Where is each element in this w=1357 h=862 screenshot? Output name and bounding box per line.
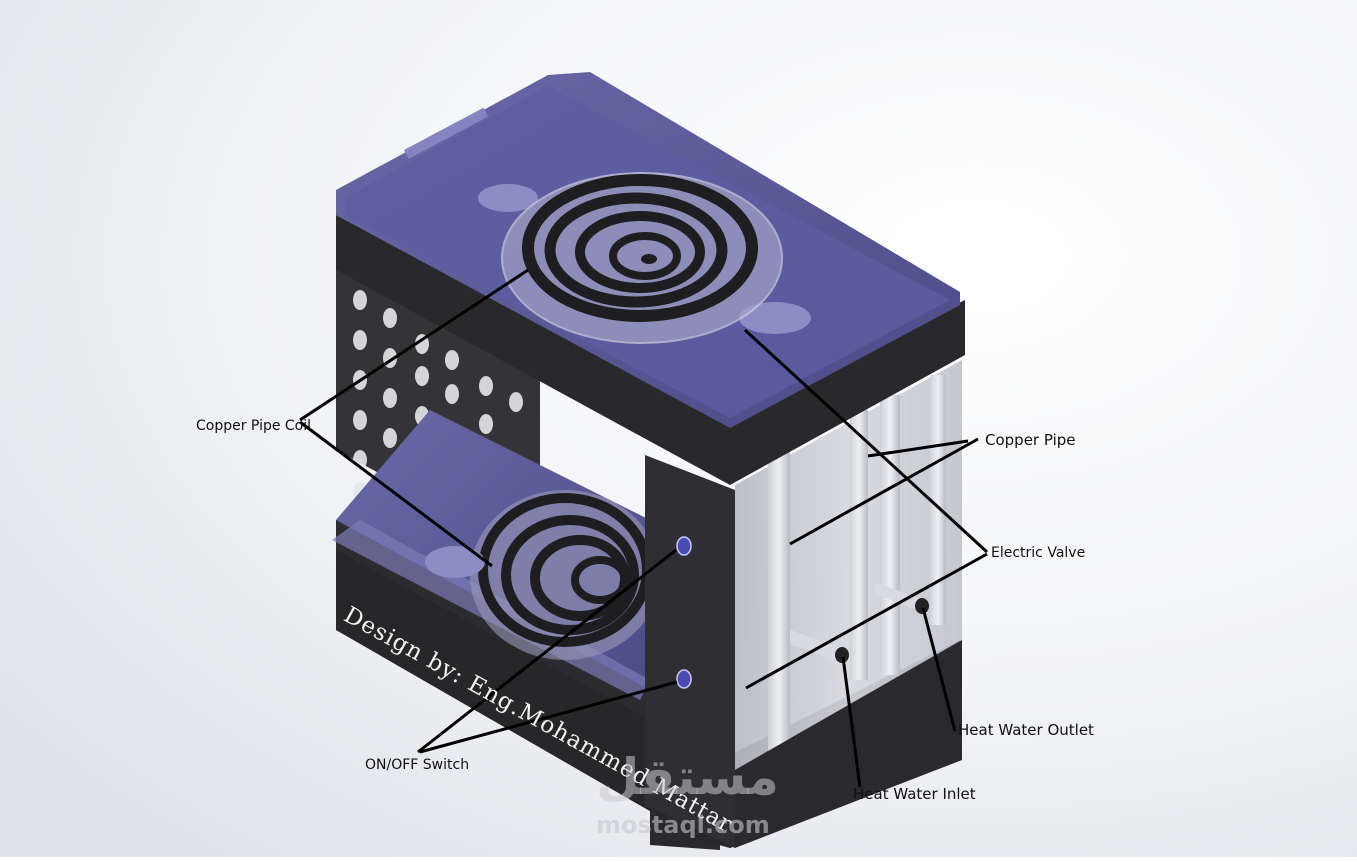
label-copper-pipe-coil: Copper Pipe Coil [196, 418, 312, 434]
leader-lines [299, 268, 989, 788]
copper-pipe-coil-upper [522, 174, 758, 322]
label-copper-pipe: Copper Pipe [985, 431, 1076, 449]
copper-pipe-left [768, 440, 790, 760]
outlet-nozzle [915, 598, 929, 614]
label-on-off-switch: ON/OFF Switch [365, 757, 470, 773]
switch-lower [676, 669, 692, 689]
label-heat-water-inlet: Heat Water Inlet [853, 785, 976, 803]
watermark-url: mostaql.com [596, 811, 770, 839]
upper-tray [336, 72, 960, 428]
copper-pipe-right [880, 395, 900, 675]
label-electric-valve: Electric Valve [991, 545, 1086, 561]
upper-band [336, 215, 965, 485]
inlet-nozzle [835, 647, 849, 663]
label-heat-water-outlet: Heat Water Outlet [958, 721, 1094, 739]
front-pillar [645, 455, 735, 848]
copper-pipe-middle [850, 410, 868, 680]
switch-upper [676, 536, 692, 556]
water-tank [735, 360, 962, 848]
watermark-logo: مستقل [596, 748, 779, 806]
